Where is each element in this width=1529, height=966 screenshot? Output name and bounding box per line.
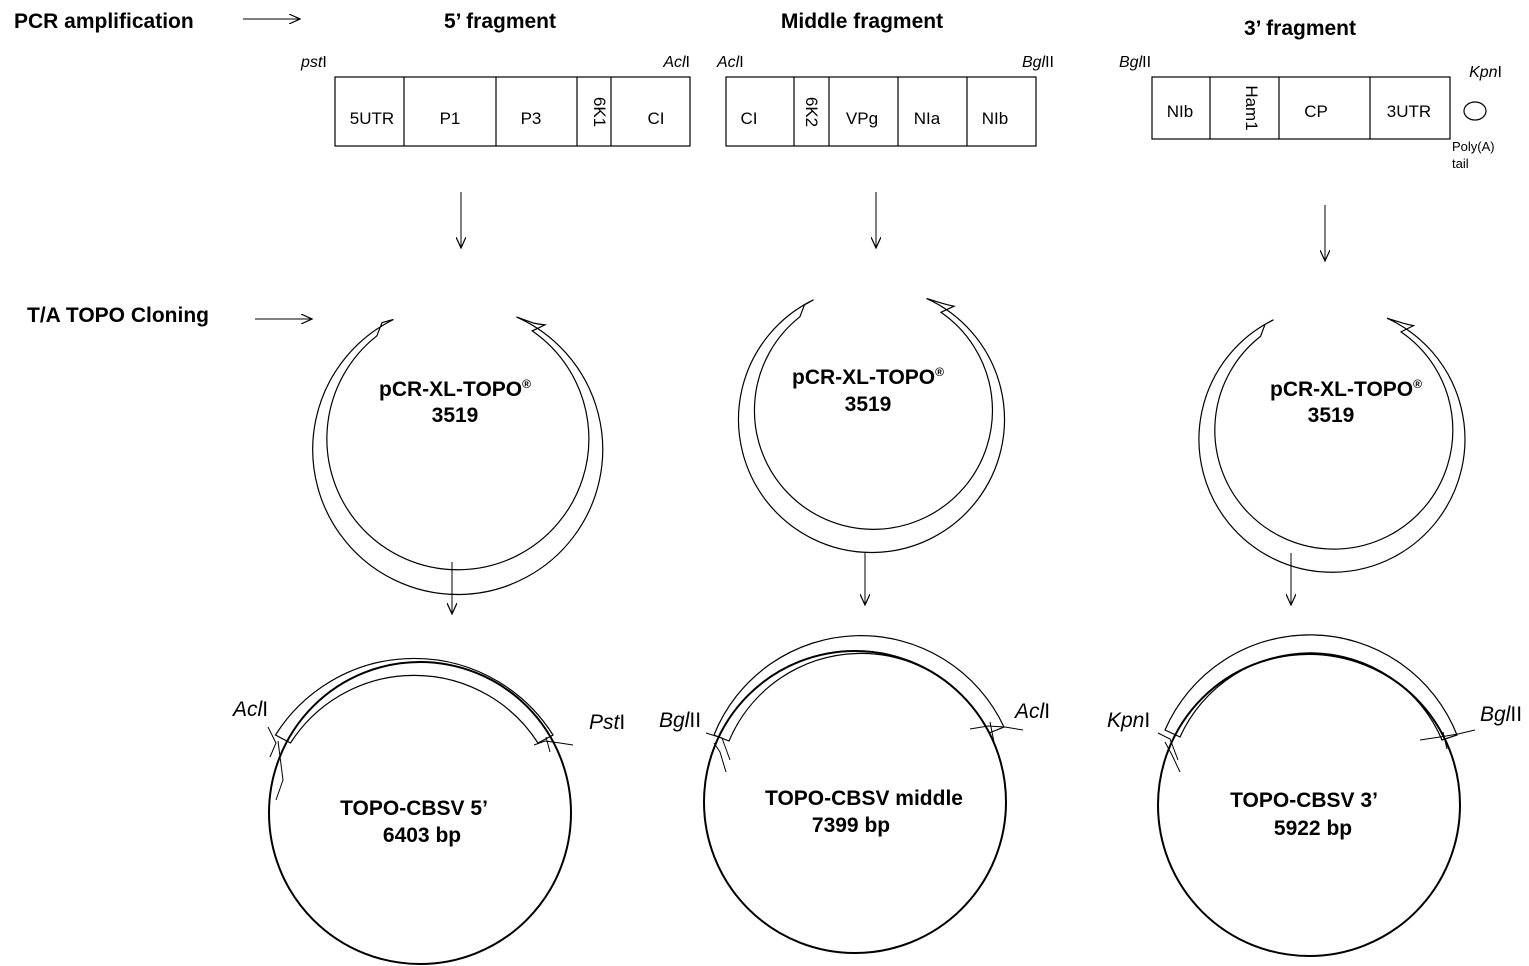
restriction-site-label: AclI: [662, 54, 690, 71]
restriction-site-label: AclI: [716, 54, 744, 71]
restriction-site-label: KpnI: [1469, 64, 1502, 81]
vector-size: 3519: [1308, 404, 1355, 427]
segment-label: P1: [440, 109, 461, 128]
segment-label: Ham1: [1242, 85, 1261, 130]
construct-size: 5922 bp: [1274, 817, 1352, 840]
fragment-5-prime: 5’ fragment pstI AclI 5UTR P1 P3 6K1 CI: [300, 10, 691, 147]
cut-site-mark: [533, 736, 574, 753]
topo-vector-middle: pCR-XL-TOPO® 3519: [737, 297, 1006, 554]
vector-size: 3519: [432, 404, 479, 427]
polya-tail-shape: [1463, 101, 1487, 121]
segment-label: CI: [648, 109, 665, 128]
construct-size: 7399 bp: [812, 814, 890, 837]
fragment-title: 5’ fragment: [444, 10, 556, 33]
insert-arc: [1164, 634, 1458, 741]
cut-site-mark: [267, 726, 284, 801]
gene-segment-box: [334, 76, 691, 147]
restriction-site-label: AclI: [231, 698, 268, 721]
segment-label: 6K2: [802, 97, 821, 127]
cut-site-mark: [705, 732, 731, 773]
segment-label: NIa: [914, 109, 941, 128]
topo-vector-5-prime: pCR-XL-TOPO® 3519: [312, 316, 604, 596]
segment-label: 6K1: [590, 97, 609, 127]
plasmid-circle: [1157, 653, 1461, 957]
construct-middle: BglII AclI TOPO-CBSV middle 7399 bp: [659, 635, 1050, 954]
segment-label: NIb: [982, 109, 1008, 128]
restriction-site-label: PstI: [589, 711, 625, 734]
pcr-amplification-label: PCR amplification: [14, 10, 194, 33]
vector-size: 3519: [845, 393, 892, 416]
restriction-site-label: BglII: [1022, 54, 1054, 71]
insert-arc: [274, 657, 554, 744]
vector-name: pCR-XL-TOPO®: [379, 377, 531, 401]
restriction-site-label: BglII: [1119, 54, 1151, 71]
restriction-site-label: BglII: [659, 709, 701, 732]
restriction-site-label: BglII: [1480, 703, 1522, 726]
cut-site-mark: [1419, 729, 1476, 750]
segment-label: CP: [1304, 102, 1328, 121]
construct-name: TOPO-CBSV 5’: [340, 797, 488, 820]
fragment-middle: Middle fragment AclI BglII CI 6K2 VPg NI…: [716, 10, 1054, 147]
polya-tail-label: tail: [1452, 156, 1469, 171]
plasmid-circle: [268, 661, 572, 965]
restriction-site-label: pstI: [300, 54, 327, 71]
restriction-site-label: KpnI: [1107, 709, 1150, 732]
segment-label: CI: [741, 109, 758, 128]
fragment-3-prime: 3’ fragment BglII KpnI NIb Ham1 CP 3UTR …: [1119, 17, 1502, 171]
construct-5-prime: AclI PstI TOPO-CBSV 5’ 6403 bp: [231, 657, 625, 965]
plasmid-circle: [703, 650, 1007, 954]
construct-3-prime: KpnI BglII TOPO-CBSV 3’ 5922 bp: [1107, 634, 1522, 957]
topo-cloning-label: T/A TOPO Cloning: [27, 304, 209, 327]
cut-site-mark: [1157, 732, 1181, 773]
segment-label: VPg: [846, 109, 878, 128]
gene-segment-box: [1151, 76, 1451, 140]
construct-size: 6403 bp: [383, 824, 461, 847]
restriction-site-label: AclI: [1013, 700, 1050, 723]
vector-name: pCR-XL-TOPO®: [1270, 377, 1422, 401]
segment-label: 3UTR: [1387, 102, 1431, 121]
topo-vector-3-prime: pCR-XL-TOPO® 3519: [1198, 317, 1466, 573]
polya-tail-label: Poly(A): [1452, 139, 1495, 154]
construct-name: TOPO-CBSV middle: [765, 787, 963, 810]
segment-label: NIb: [1167, 102, 1193, 121]
fragment-title: Middle fragment: [781, 10, 943, 33]
segment-label: 5UTR: [350, 109, 394, 128]
cut-site-mark: [969, 721, 1024, 743]
construct-name: TOPO-CBSV 3’: [1230, 789, 1378, 812]
segment-label: P3: [521, 109, 542, 128]
gene-segment-box: [725, 76, 1037, 147]
vector-name: pCR-XL-TOPO®: [792, 365, 944, 389]
fragment-title: 3’ fragment: [1244, 17, 1356, 40]
